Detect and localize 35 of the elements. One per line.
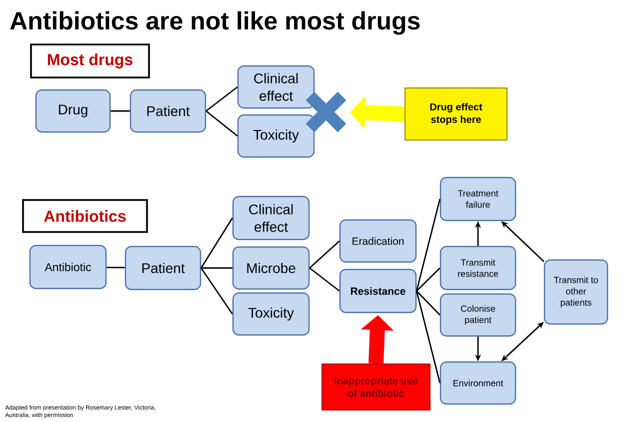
process-box: Resistance [339, 268, 417, 314]
cross-mark [306, 92, 346, 132]
process-box: Toxicity [237, 114, 315, 158]
callout-box: Drug effect stops here [404, 88, 508, 140]
connector-line [110, 110, 130, 112]
connector-line [416, 290, 441, 384]
connector-line [201, 267, 232, 269]
process-box: Eradication [339, 219, 417, 263]
process-box: Transmit resistance [440, 246, 516, 290]
title: Antibiotics are not like most drugs [10, 11, 420, 35]
section-heading-box: Antibiotics [22, 199, 148, 233]
connector-line [206, 110, 238, 137]
process-box: Clinical effect [232, 196, 310, 240]
process-box: Patient [124, 246, 202, 290]
connector-line [106, 266, 125, 268]
process-box: Environment [440, 361, 516, 405]
process-box: Patient [130, 89, 206, 133]
connector-line [200, 218, 233, 268]
process-box: Microbe [232, 246, 310, 290]
process-box: Treatment failure [440, 176, 516, 222]
process-box: Antibiotic [29, 244, 107, 290]
connector-line [416, 198, 441, 292]
callout-box: Inappropriate use of antibiotic [322, 364, 430, 410]
connector-line [416, 290, 440, 316]
process-box: Clinical effect [237, 65, 315, 109]
process-box: Toxicity [232, 292, 310, 336]
process-box: Drug [35, 89, 111, 133]
connector-line [309, 240, 340, 269]
connector-line [416, 268, 440, 292]
connector-line [309, 267, 340, 292]
section-heading-box: Most drugs [30, 44, 150, 78]
connector-line [200, 268, 233, 314]
process-box: Transmit to other patients [544, 259, 608, 325]
process-box: Colonise patient [440, 293, 516, 337]
connector-line [206, 86, 238, 112]
